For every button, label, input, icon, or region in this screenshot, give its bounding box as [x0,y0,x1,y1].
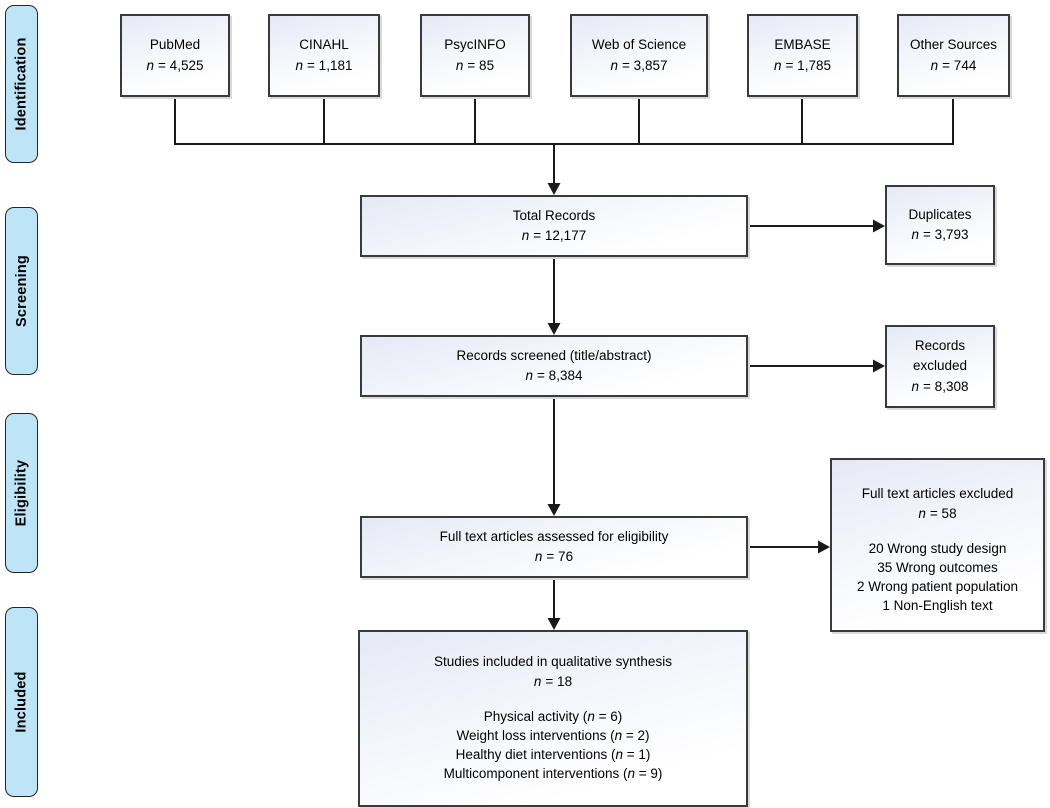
stage-label: Included [13,671,30,733]
source-name: Other Sources [909,37,998,53]
arrowhead-right [873,359,885,373]
fulltext-excluded-box: Full text articles excluded n= 58 20 Wro… [830,458,1045,632]
arrowhead-down [547,183,561,195]
box-count: n= 8,384 [525,368,583,383]
arrowhead-down [547,618,561,630]
duplicates-box: Duplicates n= 3,793 [885,185,995,265]
exclusion-reason: 20 Wrong study design [868,540,1007,556]
source-name: PsycINFO [444,37,506,53]
included-breakdown-list: Physical activity (n = 6) Weight loss in… [444,707,663,784]
source-count: n= 1,181 [295,57,353,73]
box-count: n= 58 [918,506,957,522]
box-count: n= 3,793 [911,227,969,242]
source-name: EMBASE [774,37,831,53]
source-box-web-of-science: Web of Science n= 3,857 [570,14,708,97]
included-breakdown-item: Multicomponent interventions (n = 9) [443,765,663,781]
box-title: Duplicates [908,206,972,222]
source-box-cinahl: CINAHL n= 1,181 [268,14,380,97]
total-records-box: Total Records n= 12,177 [360,195,748,257]
stage-screening: Screening [5,207,38,375]
included-breakdown-item: Physical activity (n = 6) [483,708,623,724]
exclusion-reason: 35 Wrong outcomes [877,559,998,575]
source-name: CINAHL [299,37,349,53]
arrowhead-down [547,323,561,335]
exclusion-reason: 2 Wrong patient population [856,578,1019,594]
included-breakdown-item: Weight loss interventions (n = 2) [456,727,650,743]
stage-identification: Identification [5,5,38,163]
source-count: n= 85 [455,57,495,73]
arrowhead-right [818,540,830,554]
box-count: n= 8,308 [911,378,969,394]
box-count: n= 76 [534,549,574,564]
stage-label: Eligibility [13,459,30,527]
box-count: n= 18 [533,674,573,690]
arrowhead-right [873,219,885,233]
stage-eligibility: Eligibility [5,413,38,573]
box-title: Studies included in qualitative synthesi… [434,654,672,669]
arrowhead-down [547,504,561,516]
box-title: Total Records [512,207,596,223]
box-title: Full text articles assessed for eligibil… [439,528,669,544]
source-count: n= 744 [930,57,977,73]
records-excluded-box: Records excluded n= 8,308 [885,325,995,408]
box-title: Records screened (title/abstract) [456,347,652,363]
source-count: n= 1,785 [774,57,831,73]
exclusion-reasons-list: 20 Wrong study design 35 Wrong outcomes … [857,539,1018,616]
fulltext-assessed-box: Full text articles assessed for eligibil… [360,516,748,578]
box-count: n= 12,177 [521,228,587,243]
source-box-pubmed: PubMed n= 4,525 [120,14,230,97]
source-count: n= 3,857 [610,57,668,73]
source-name: PubMed [149,37,201,53]
source-count: n= 4,525 [146,57,204,73]
exclusion-reason: 1 Non-English text [882,597,993,613]
source-box-other-sources: Other Sources n= 744 [897,14,1010,97]
box-title: Records excluded [912,338,968,374]
studies-included-box: Studies included in qualitative synthesi… [358,630,748,807]
stage-label: Identification [13,37,30,131]
records-screened-box: Records screened (title/abstract) n= 8,3… [360,335,748,397]
included-breakdown-item: Healthy diet interventions (n = 1) [455,746,651,762]
source-box-psycinfo: PsycINFO n= 85 [420,14,530,97]
box-title: Full text articles excluded [861,486,1014,501]
stage-label: Screening [13,255,30,327]
source-box-embase: EMBASE n= 1,785 [747,14,858,97]
stage-included: Included [5,607,38,797]
source-name: Web of Science [591,37,687,53]
